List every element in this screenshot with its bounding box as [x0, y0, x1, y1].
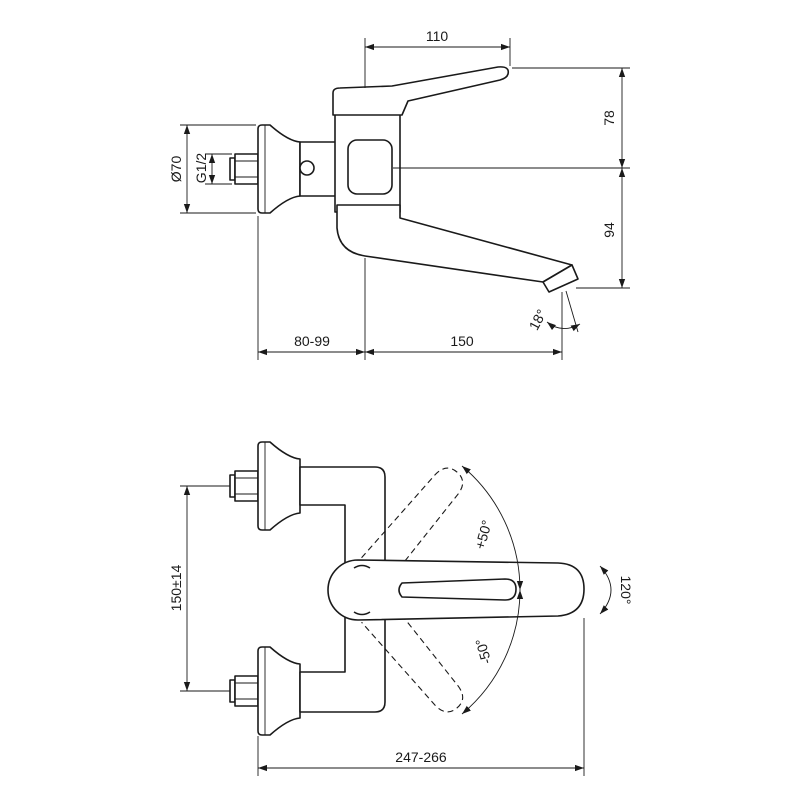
swing-arc-minus	[461, 589, 524, 715]
spout	[336, 204, 573, 283]
side-elevation-view: 110 78 94 Ø70 G1/2 18° 80-99 150	[168, 28, 630, 360]
cap-marking	[353, 564, 371, 569]
wall-connector-side	[229, 124, 301, 214]
dim-label-swing-plus: +50°	[471, 518, 494, 551]
swing-arc-plus	[461, 465, 524, 591]
wall-connector-top	[229, 441, 301, 531]
dim-label-spout-swivel: 120°	[618, 576, 634, 605]
spout-angle-arc	[546, 321, 581, 332]
dim-label-lever-height: 78	[601, 110, 617, 126]
wall-flange	[257, 124, 301, 214]
hex-nut	[234, 675, 259, 707]
hex-nut	[234, 153, 259, 185]
dim-label-flange-diameter: Ø70	[168, 156, 184, 183]
wall-flange	[257, 441, 301, 531]
dim-label-thread: G1/2	[193, 153, 209, 184]
plan-view: +50° -50° 120° 150±14 247-266	[168, 441, 634, 776]
dim-label-spout-height: 94	[601, 222, 617, 238]
aerator	[542, 264, 579, 293]
cap-marking	[353, 611, 371, 616]
fixing-screw-hole	[299, 160, 315, 176]
hex-nut	[234, 470, 259, 502]
wall-connector-bottom	[229, 646, 301, 736]
lever-and-spout-plan	[327, 559, 585, 621]
dim-label-lever-reach: 110	[426, 28, 449, 44]
spout-swivel-arc	[599, 565, 612, 615]
lever-handle	[332, 66, 510, 116]
wall-flange	[257, 646, 301, 736]
lever-position-plus-50	[361, 467, 464, 582]
cartridge-housing	[347, 139, 393, 195]
lever-position-minus-50	[361, 598, 464, 713]
mixer-body-plan	[299, 466, 386, 713]
dim-label-center-distance: 150±14	[168, 564, 184, 611]
dim-label-spout-angle: 18°	[526, 307, 550, 333]
dim-label-spout-reach: 150	[450, 333, 474, 349]
dim-label-swing-minus: -50°	[472, 637, 495, 666]
dim-label-wall-offset: 80-99	[294, 333, 330, 349]
dim-label-overall-width: 247-266	[395, 749, 447, 765]
